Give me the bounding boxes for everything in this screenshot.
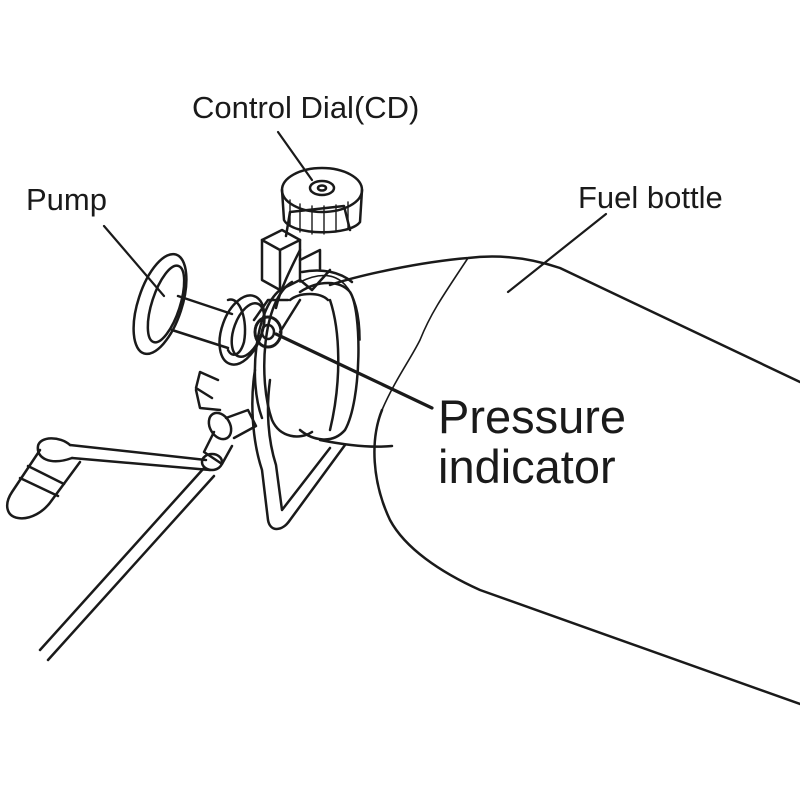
pressure-indicator-label-line1: Pressure [438,390,627,443]
fuel-bottle [288,255,800,706]
pump [132,252,266,366]
bottle-collar [253,269,361,438]
stove-stand [251,368,347,531]
fuel-line [5,370,258,662]
leader-control-dial [276,130,314,182]
leader-pressure-indicator [274,332,434,410]
control-dial-label: Control Dial(CD) [192,90,420,125]
pressure-indicator-fitting [252,298,302,349]
control-dial-assembly [260,166,364,310]
fuel-bottle-label: Fuel bottle [578,180,723,215]
leader-pump [102,224,166,298]
pressure-indicator-label-line2: indicator [438,440,616,493]
leader-lines [102,130,608,410]
pressure-indicator-label: Pressure indicator [438,392,626,492]
pump-label: Pump [26,182,107,217]
leader-fuel-bottle [506,212,608,294]
